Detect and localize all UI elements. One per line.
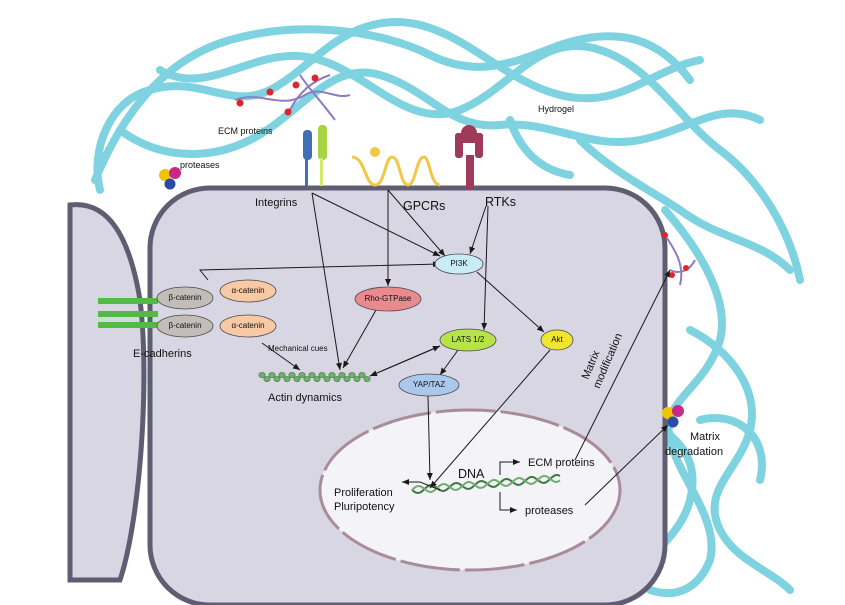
proteases-label-top: proteases xyxy=(180,160,220,170)
alpha-catenin-label-2: α-catenin xyxy=(231,321,264,330)
ecm-proteins-label-nucleus: ECM proteins xyxy=(528,457,595,469)
matrix-degradation-label-2: degradation xyxy=(665,446,723,458)
protease-icon-top xyxy=(159,167,181,190)
ecm-protein-cluster-top xyxy=(234,74,351,121)
pi3k-node: PI3K xyxy=(434,253,484,275)
ecm-proteins-label-top: ECM proteins xyxy=(218,126,273,136)
lats-label: LATS 1/2 xyxy=(452,335,485,344)
rtks-label: RTKs xyxy=(485,195,516,209)
e-cadherins-label: E-cadherins xyxy=(133,348,192,360)
gpcrs-label: GPCRs xyxy=(403,199,445,213)
proliferation-label: Proliferation xyxy=(334,487,393,499)
rho-gtpase-label: Rho-GTPase xyxy=(365,294,412,303)
dna-label: DNA xyxy=(458,467,485,481)
proteases-label-nucleus: proteases xyxy=(525,505,574,517)
pathway-arrows xyxy=(198,189,671,513)
matrix-degradation-label-1: Matrix xyxy=(690,431,720,443)
mechanical-cues-label: Mechanical cues xyxy=(268,344,328,353)
alpha-catenin-label-1: α-catenin xyxy=(231,286,264,295)
rho-gtpase-node: Rho-GTPase xyxy=(354,286,422,312)
hydrogel-label: Hydrogel xyxy=(538,104,574,114)
catenin-complex-2: β-catenin α-catenin xyxy=(156,314,277,338)
akt-label: Akt xyxy=(551,335,563,344)
nucleus xyxy=(318,408,622,572)
rtk-receptor xyxy=(455,125,483,190)
integrin-receptors xyxy=(303,125,327,186)
protease-icon-right xyxy=(662,405,684,428)
neighbor-cell xyxy=(67,202,147,583)
pluripotency-label: Pluripotency xyxy=(334,501,395,513)
gpcr-receptor xyxy=(351,147,441,187)
actin-filament xyxy=(258,372,371,382)
cadherin-junctions xyxy=(98,298,158,328)
beta-catenin-label-1: β-catenin xyxy=(168,293,201,302)
hydrogel-fibers xyxy=(91,17,804,598)
akt-node: Akt xyxy=(540,329,574,351)
integrins-label: Integrins xyxy=(255,197,298,209)
actin-dynamics-label: Actin dynamics xyxy=(268,392,342,404)
pi3k-label: PI3K xyxy=(450,259,468,268)
yap-taz-label: YAP/TAZ xyxy=(413,380,445,389)
lats-node: LATS 1/2 xyxy=(439,328,497,352)
ecm-protein-cluster-right xyxy=(662,232,696,286)
catenin-complex-1: β-catenin α-catenin xyxy=(156,279,277,310)
yap-taz-node: YAP/TAZ xyxy=(398,373,460,397)
beta-catenin-label-2: β-catenin xyxy=(168,321,201,330)
